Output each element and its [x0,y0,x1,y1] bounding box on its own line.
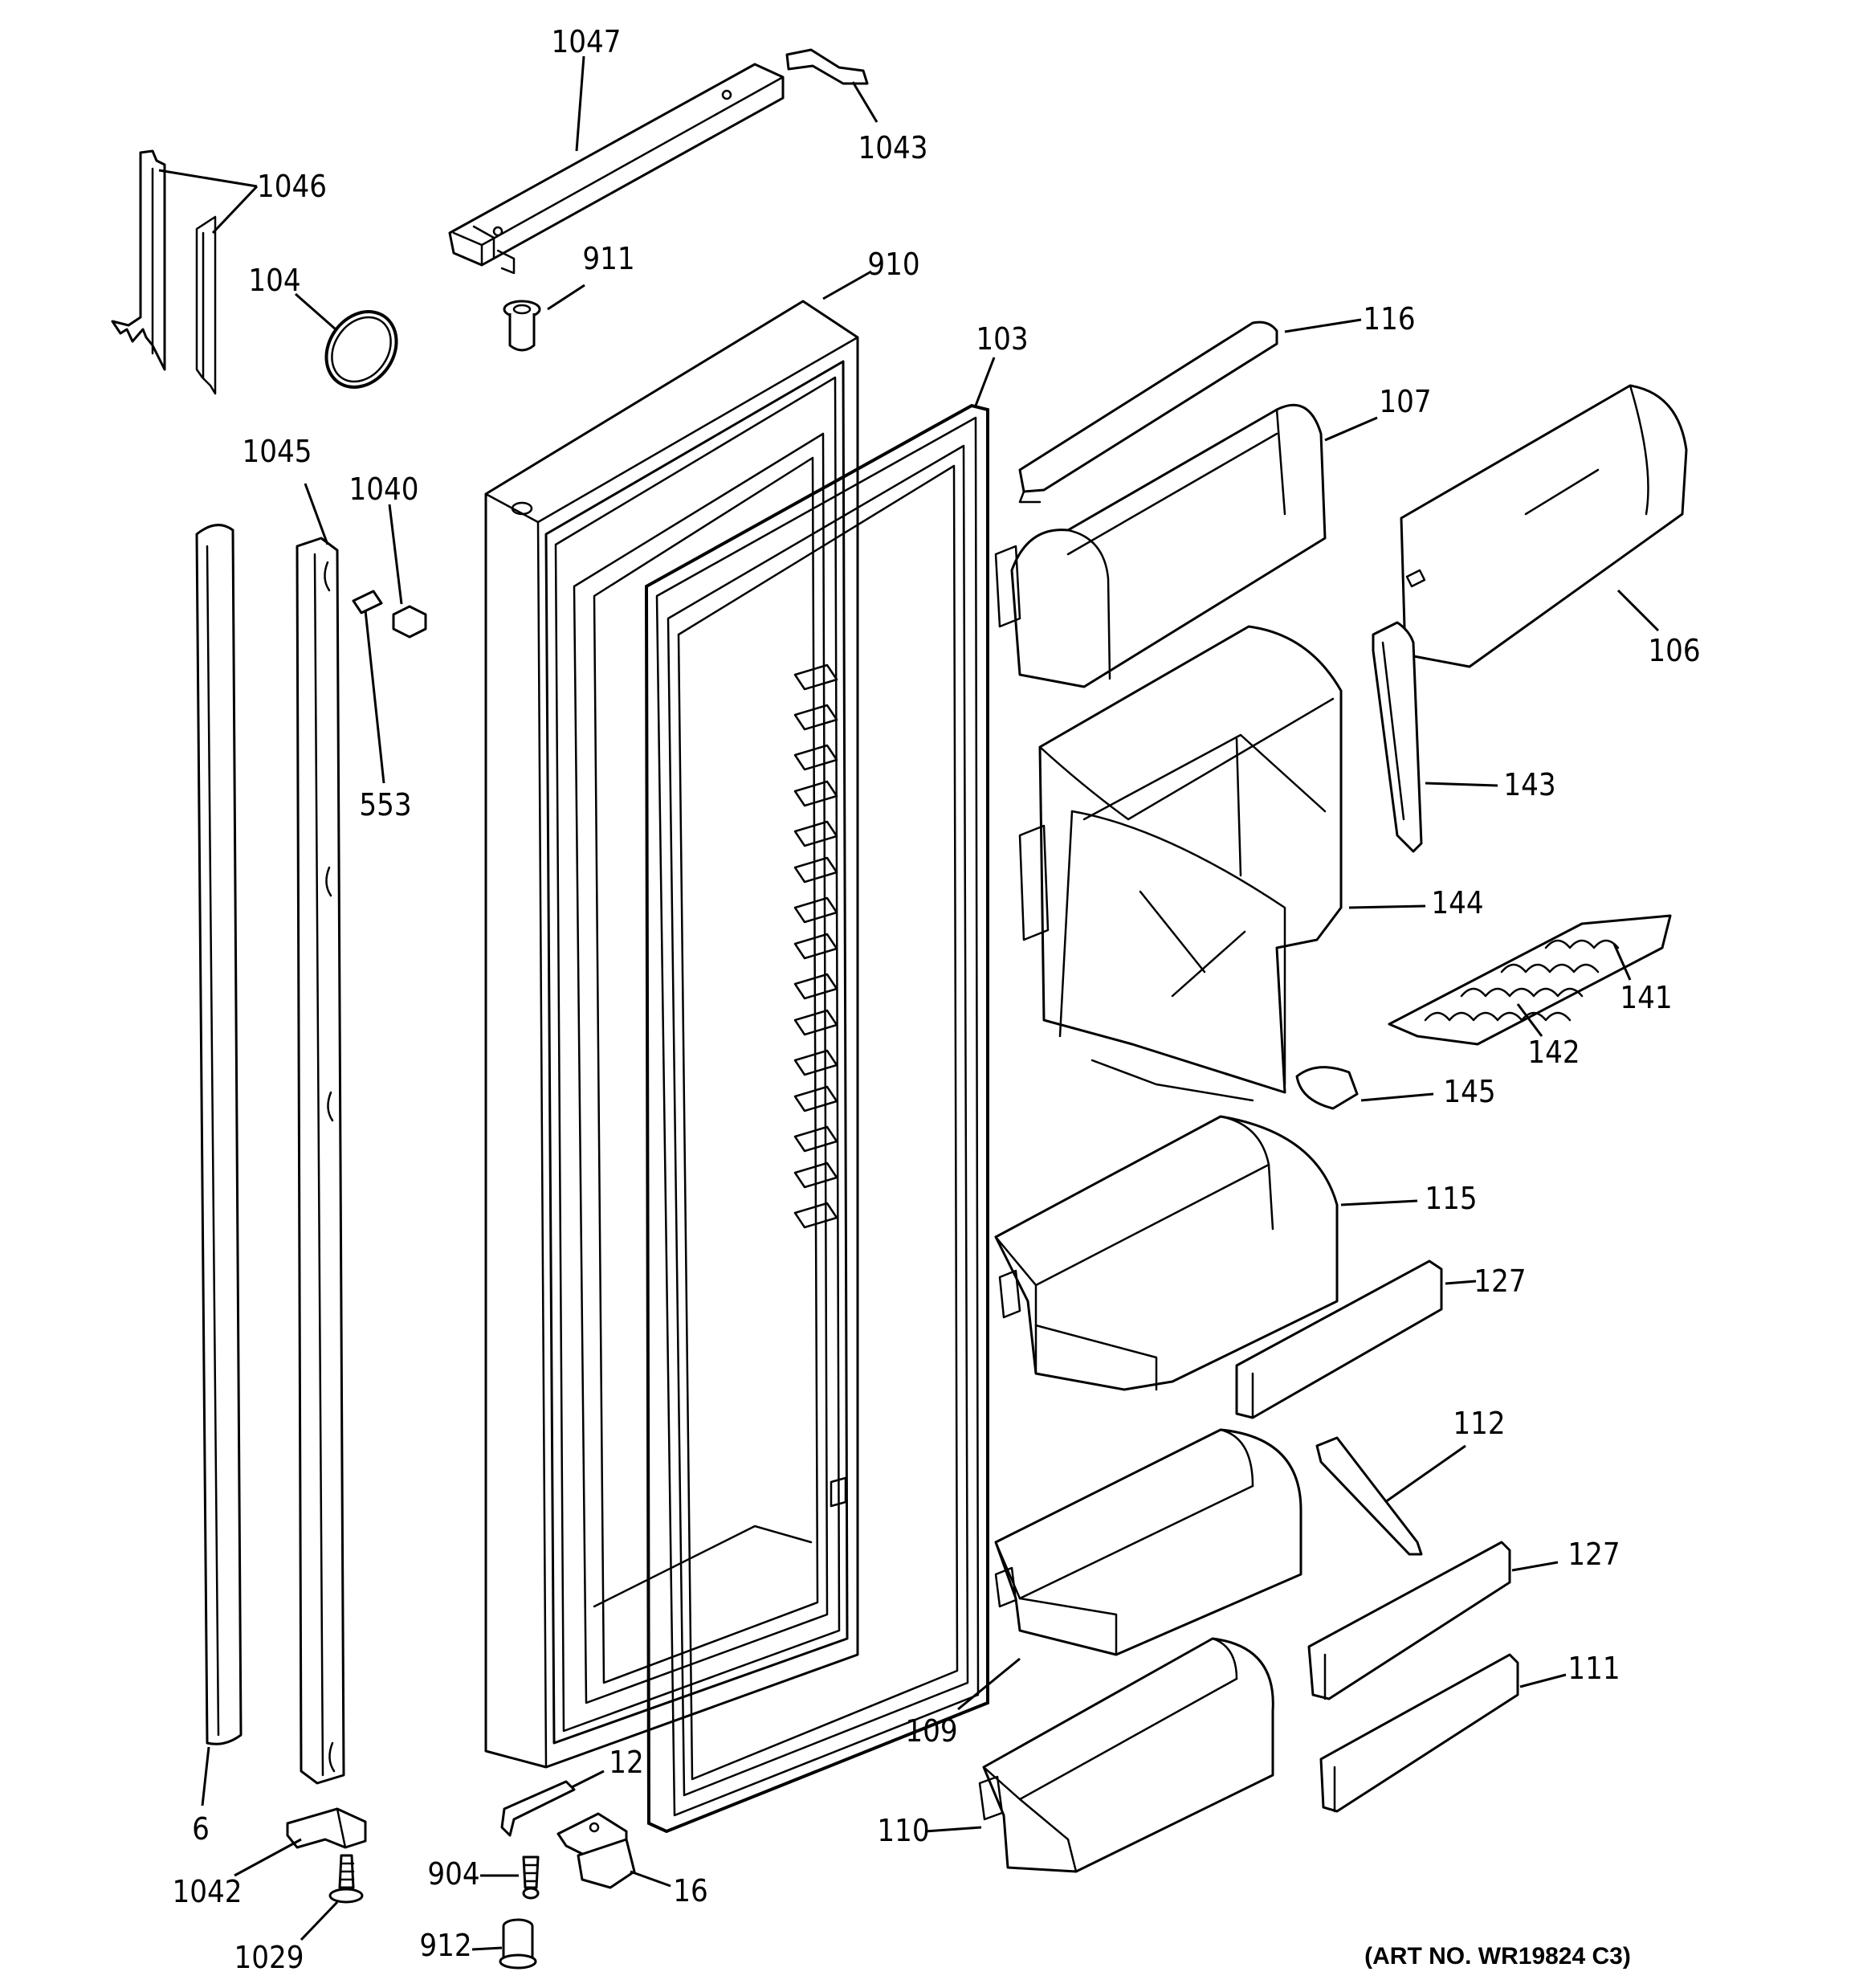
callout-16: 16 [673,1873,708,1908]
callout-112: 112 [1453,1406,1505,1441]
part-145-nozzle [1295,1066,1359,1110]
part-143-side-piece [1372,621,1423,853]
part-1042-bracket [286,1807,367,1849]
callout-553: 553 [359,787,411,823]
callout-127-upper: 127 [1474,1263,1526,1299]
callout-1040: 1040 [349,471,419,507]
part-910-door-outer [484,300,859,1769]
callout-109: 109 [905,1713,957,1749]
part-127-bin-trim-upper [1235,1259,1443,1419]
callout-103: 103 [976,321,1028,357]
callout-1043: 1043 [858,130,928,165]
callout-904: 904 [427,1856,479,1892]
callout-141: 141 [1620,980,1672,1015]
part-1046-side-trim [111,149,217,395]
callout-127-lower: 127 [1567,1537,1620,1572]
callout-116: 116 [1363,301,1415,337]
part-912-bushing [499,1918,537,1970]
part-109-door-bin [994,1428,1302,1656]
part-1045-handle-trim [296,537,345,1785]
part-6-door-trim [195,524,243,1745]
part-911-bushing [503,300,541,352]
part-16-bottom-hinge [556,1812,636,1889]
part-141-142-egg-tray [1388,914,1672,1046]
callout-912: 912 [419,1928,471,1963]
part-12-hinge-shim [500,1780,576,1837]
callout-1042: 1042 [173,1874,243,1909]
part-112-divider [1315,1436,1423,1556]
callout-911: 911 [582,241,634,276]
callout-12: 12 [609,1745,644,1780]
callout-107: 107 [1379,384,1431,419]
part-115-door-bin [994,1115,1339,1391]
callout-910: 910 [867,247,919,282]
art-number: (ART NO. WR19824 C3) [1364,1943,1631,1970]
part-104-gasket-ring [324,310,398,389]
part-116-bin-rail [1018,320,1278,504]
callout-1029: 1029 [234,1940,304,1975]
callout-111: 111 [1567,1651,1620,1686]
door-liner-shelf-supports [793,663,847,1508]
part-1040-553-screws [352,590,427,639]
callout-110: 110 [877,1813,929,1848]
callout-144: 144 [1431,885,1483,921]
callout-1047: 1047 [552,24,622,59]
callout-143: 143 [1503,767,1555,802]
part-127-bin-trim-lower [1307,1541,1511,1700]
part-103-door-gasket [644,403,989,1834]
callout-1046: 1046 [257,169,327,204]
callout-145: 145 [1443,1074,1495,1109]
part-144-dispenser-frame [1018,625,1343,1102]
part-106-dairy-door [1400,384,1688,668]
callout-1045: 1045 [243,434,312,469]
part-904-screw [522,1855,540,1900]
callout-104: 104 [248,263,300,298]
callout-142: 142 [1527,1035,1580,1070]
part-1029-screw [328,1854,364,1904]
part-1043-bracket [785,48,869,85]
part-111-bin-trim [1319,1653,1519,1813]
callout-6: 6 [192,1811,210,1847]
callout-115: 115 [1425,1181,1477,1216]
part-107-dairy-bin [994,403,1327,688]
part-1047-top-cap [448,63,785,275]
callout-106: 106 [1648,633,1700,668]
part-110-door-bin [978,1637,1274,1873]
